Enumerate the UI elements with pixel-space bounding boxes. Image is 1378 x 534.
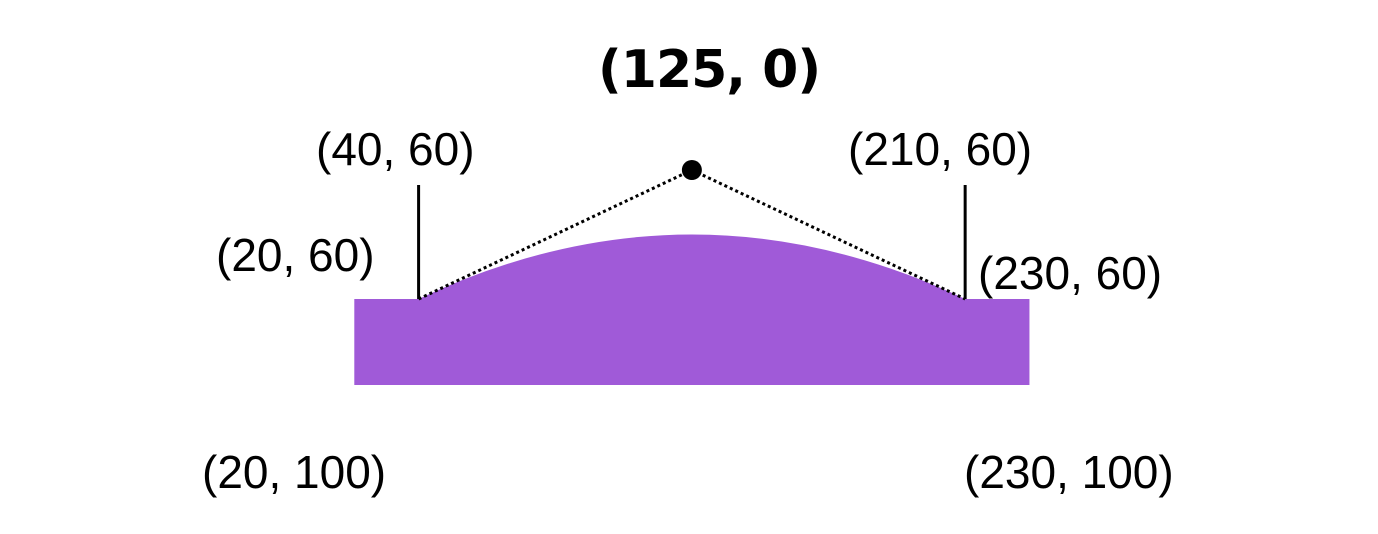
tangent-line-left — [417, 168, 693, 301]
purple-hump-shape — [354, 234, 1030, 385]
curve-start-label: (40, 60) — [316, 123, 475, 175]
tangent-line-right — [691, 168, 966, 301]
curve-end-label: (210, 60) — [848, 123, 1033, 175]
bottom-right-label: (230, 100) — [964, 446, 1174, 498]
control-point-label: (125, 0) — [598, 40, 821, 100]
bottom-left-label: (20, 100) — [202, 446, 387, 498]
start-point-label: (20, 60) — [216, 229, 375, 281]
control-point-dot — [681, 160, 702, 180]
end-point-label: (230, 60) — [978, 247, 1163, 299]
